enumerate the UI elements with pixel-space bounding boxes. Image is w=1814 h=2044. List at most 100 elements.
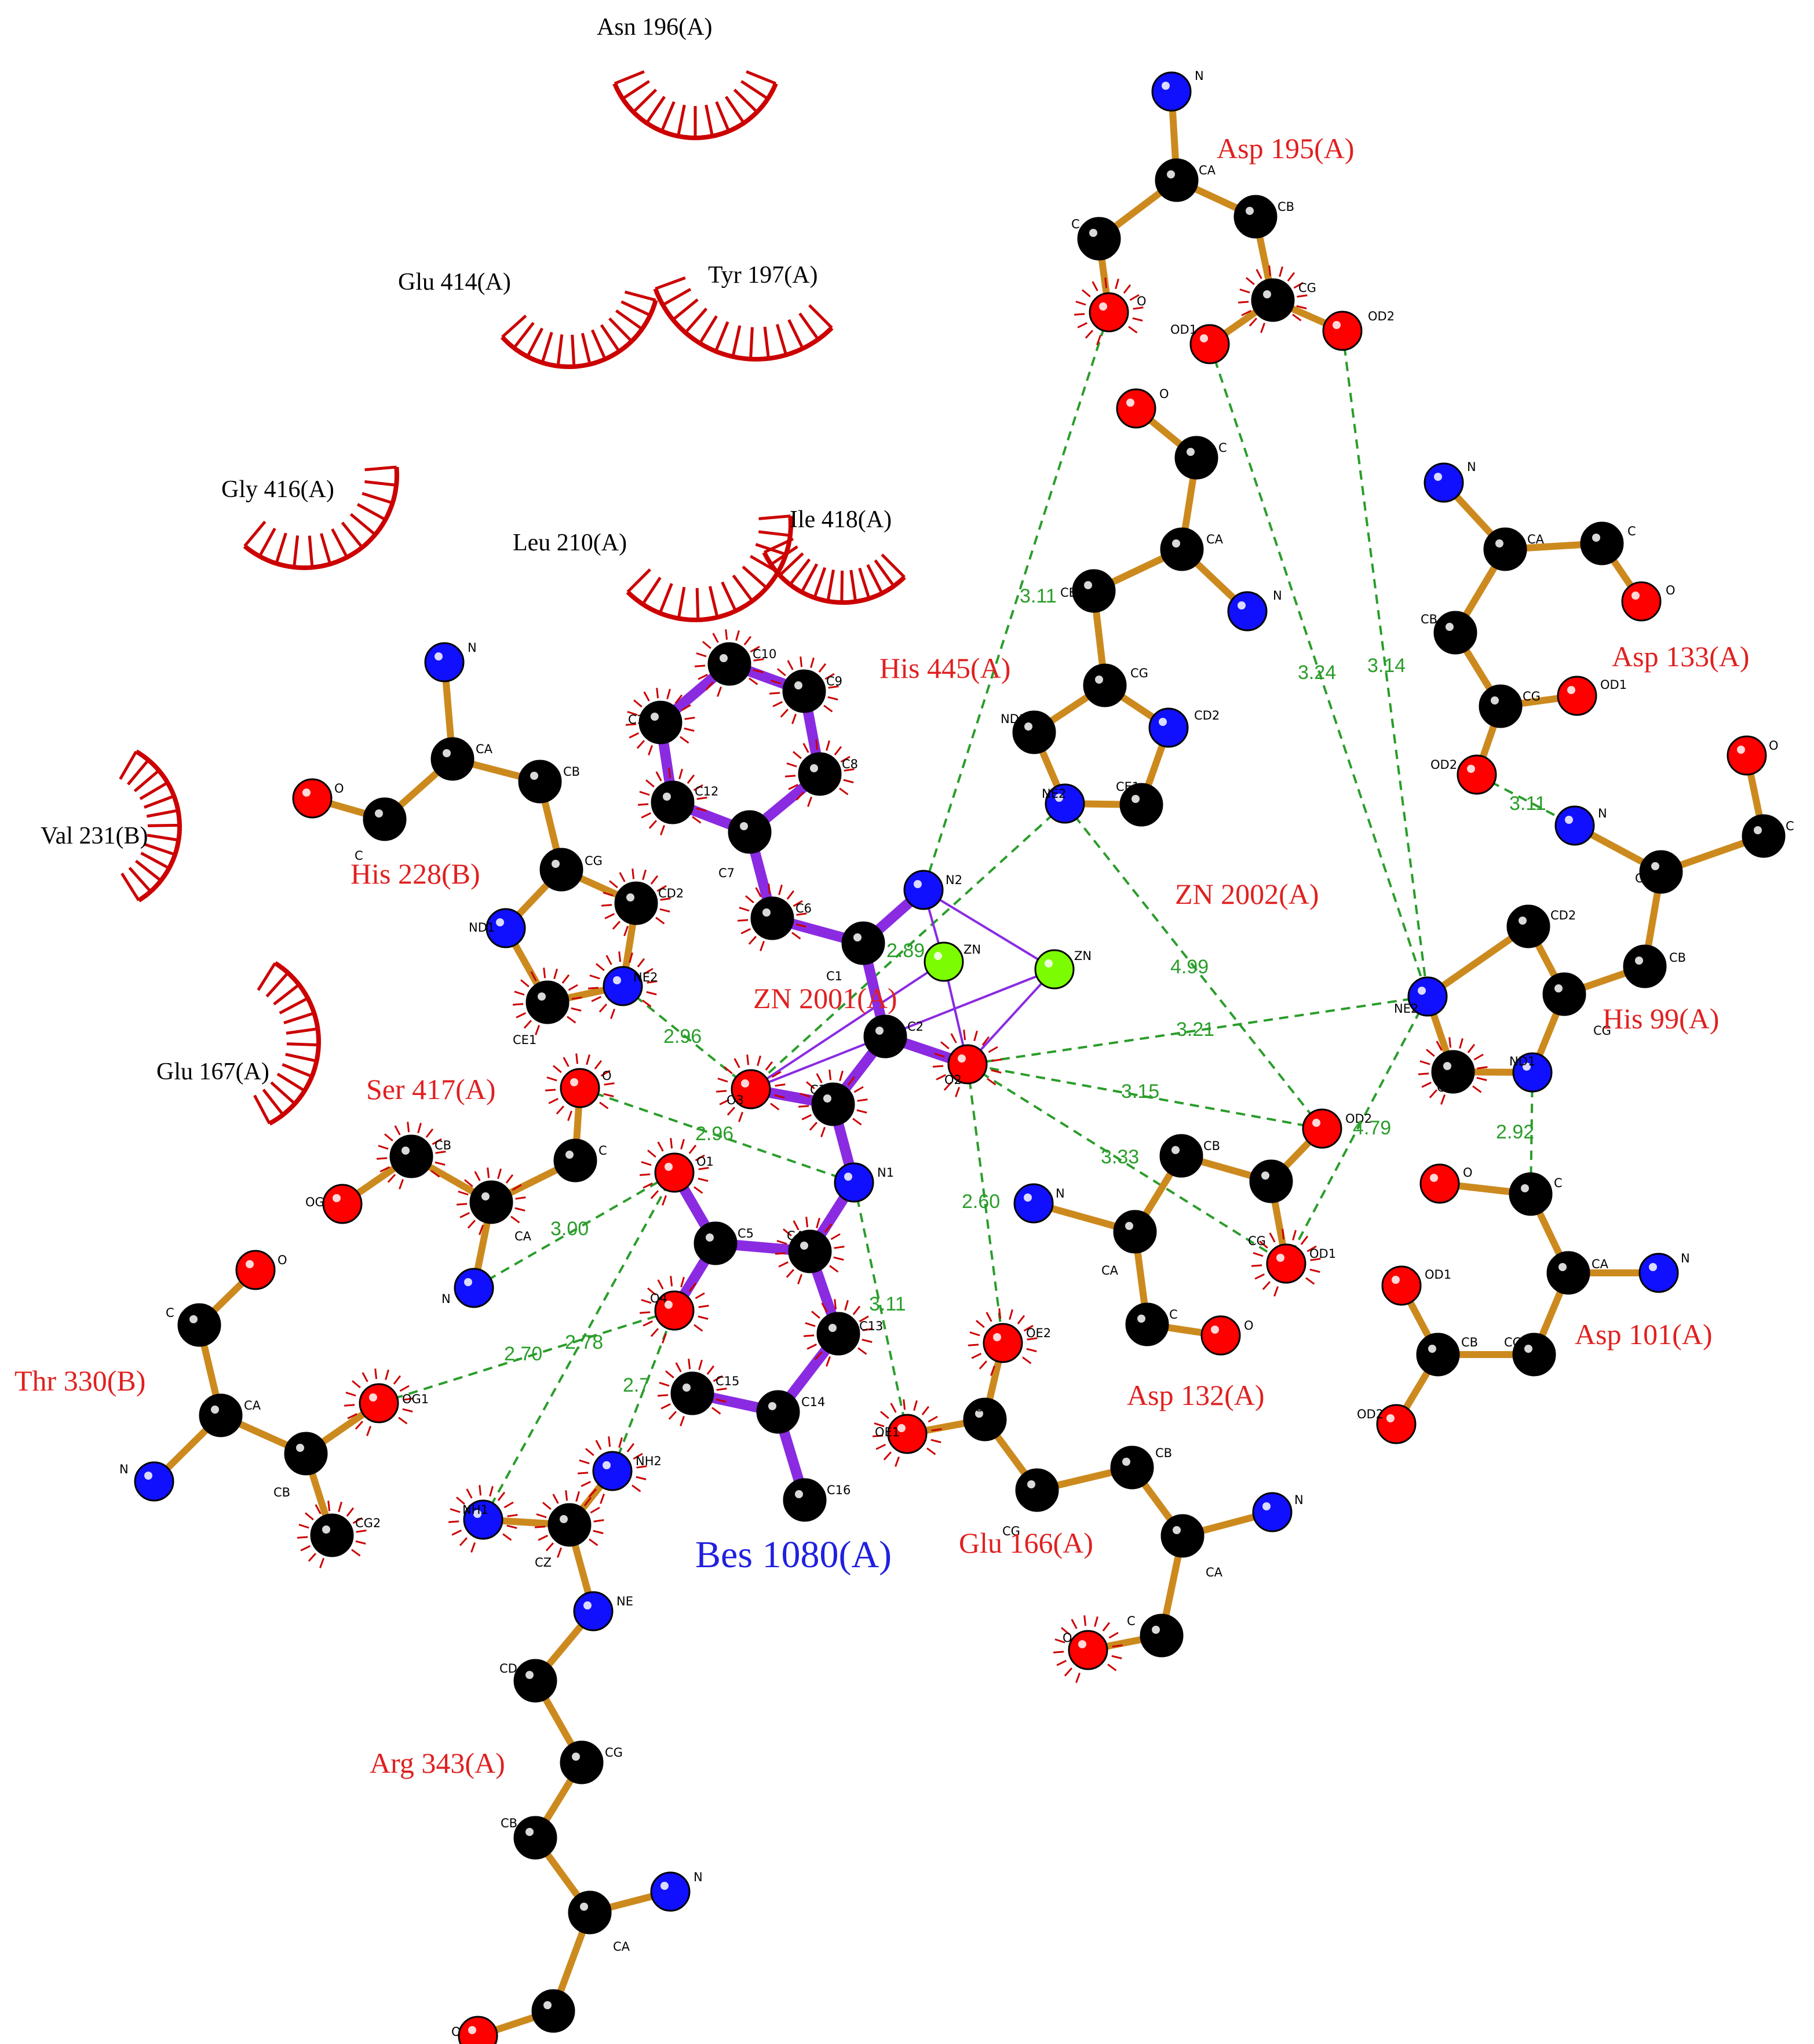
hydrophobic-arc-tick <box>286 1027 318 1035</box>
contact-spoke <box>643 1320 653 1327</box>
carbon-atom <box>1416 1333 1460 1377</box>
contact-spoke <box>862 1338 873 1343</box>
contact-spoke <box>943 1082 952 1091</box>
contact-spoke <box>809 1122 818 1131</box>
atom-label: N <box>1273 589 1282 603</box>
atom-highlight <box>496 918 504 926</box>
hydrophobic-arc-tick <box>119 750 138 780</box>
contact-spoke <box>940 1041 950 1050</box>
contact-spoke <box>581 1481 591 1487</box>
atom-label: CD2 <box>1550 908 1576 922</box>
contact-spoke <box>585 1448 594 1457</box>
oxygen-atom <box>1068 1630 1108 1670</box>
atom-highlight <box>481 1192 490 1200</box>
contact-spoke <box>660 824 666 835</box>
nitrogen-atom <box>603 966 643 1006</box>
contact-spoke <box>512 1003 524 1006</box>
residue-label: Ser 417(A) <box>366 1073 496 1105</box>
contact-spoke <box>552 1494 559 1504</box>
atom-label: C7 <box>718 866 735 880</box>
atom-highlight <box>993 1333 1001 1341</box>
nitrogen-atom <box>1252 1492 1293 1532</box>
contact-spoke <box>1254 1273 1265 1280</box>
atom-highlight <box>1418 987 1426 995</box>
nitrogen-atom <box>1148 707 1189 748</box>
hydrophobic-arc-tick <box>121 873 140 901</box>
hbond-distance-label: 4.79 <box>1353 1117 1391 1139</box>
zinc-coordination-line <box>966 968 1056 1065</box>
contact-spoke <box>684 717 695 720</box>
contact-spoke <box>843 779 854 783</box>
contact-spoke <box>874 1422 885 1428</box>
atoms <box>134 71 1786 2044</box>
hydrophobic-arc-tick <box>658 583 673 614</box>
atom-label: O <box>1769 739 1779 753</box>
oxygen-atom <box>1381 1265 1422 1306</box>
hydrophobic-arc-tick <box>501 315 527 338</box>
atom-label: O <box>1063 1631 1072 1645</box>
contact-spoke <box>366 1425 372 1436</box>
atom-label: C <box>1218 441 1227 455</box>
oxygen-atom <box>1557 676 1597 716</box>
atom-label: O <box>334 782 344 795</box>
atom-label: OD1 <box>1170 323 1197 337</box>
atom-contact-spokes <box>798 1070 868 1137</box>
contact-spoke <box>430 1170 440 1178</box>
contact-spoke <box>1472 1085 1482 1093</box>
contact-spoke <box>1262 1281 1271 1290</box>
contact-spoke <box>556 1105 565 1115</box>
atom-highlight <box>1078 1640 1086 1648</box>
atom-highlight <box>375 809 383 817</box>
oxygen-atom <box>1727 735 1767 776</box>
contact-spoke <box>344 1404 355 1407</box>
contact-spoke <box>466 1488 473 1499</box>
hydrophobic-arc-tick <box>655 276 686 290</box>
carbon-atom <box>310 1513 354 1557</box>
oxygen-atom <box>292 778 333 819</box>
atom-contact-spokes <box>587 951 658 1019</box>
hydrophobic-arc-tick <box>283 1012 315 1024</box>
hbond-line <box>482 1172 676 1520</box>
atom-contact-spokes <box>1053 1615 1123 1683</box>
carbon-atom <box>548 1503 592 1547</box>
residue-label: Asp 101(A) <box>1575 1318 1712 1351</box>
atom-highlight <box>525 1671 534 1679</box>
carbon-atom <box>1077 217 1121 261</box>
atom-highlight <box>1122 1458 1130 1466</box>
contact-spoke <box>300 1545 311 1552</box>
contact-spoke <box>655 771 662 782</box>
contact-spoke <box>772 701 783 707</box>
hydrophobic-arc-tick <box>742 565 768 589</box>
contact-spoke <box>659 1382 670 1387</box>
carbon-atom <box>1113 1210 1157 1254</box>
hydrophobic-arc-tick <box>279 997 309 1014</box>
contact-spoke <box>619 872 626 882</box>
contact-spoke <box>890 1403 897 1413</box>
atom-highlight <box>1446 623 1454 631</box>
hydrophobic-arc-tick <box>672 298 699 321</box>
contact-spoke <box>802 743 809 753</box>
contact-spoke <box>618 1437 623 1448</box>
contact-spoke <box>928 1415 938 1423</box>
atom-label: CB <box>1669 951 1686 965</box>
hydrophobic-arc-tick <box>789 558 811 586</box>
hydrophobic-residue-label: Val 231(B) <box>41 823 148 849</box>
contact-spoke <box>595 1440 602 1450</box>
contact-spoke <box>717 1078 728 1083</box>
contact-spoke <box>1477 1066 1488 1070</box>
carbon-atom <box>863 1014 907 1058</box>
hydrophobic-arc-tick <box>808 304 833 329</box>
atom-highlight <box>1084 581 1092 589</box>
atom-label: O <box>451 2025 461 2039</box>
atom-label: O2 <box>944 1073 962 1087</box>
contact-spoke <box>950 1033 957 1043</box>
atom-highlight <box>443 749 451 757</box>
atom-label: CB <box>1203 1139 1220 1153</box>
contact-spoke <box>567 1016 576 1024</box>
contact-spoke <box>647 1149 656 1158</box>
nitrogen-atom <box>1151 71 1192 112</box>
atom-contact-spokes <box>737 884 807 951</box>
contact-spoke <box>930 1439 941 1443</box>
nitrogen-atom <box>573 1591 614 1631</box>
contact-spoke <box>1436 1041 1443 1051</box>
